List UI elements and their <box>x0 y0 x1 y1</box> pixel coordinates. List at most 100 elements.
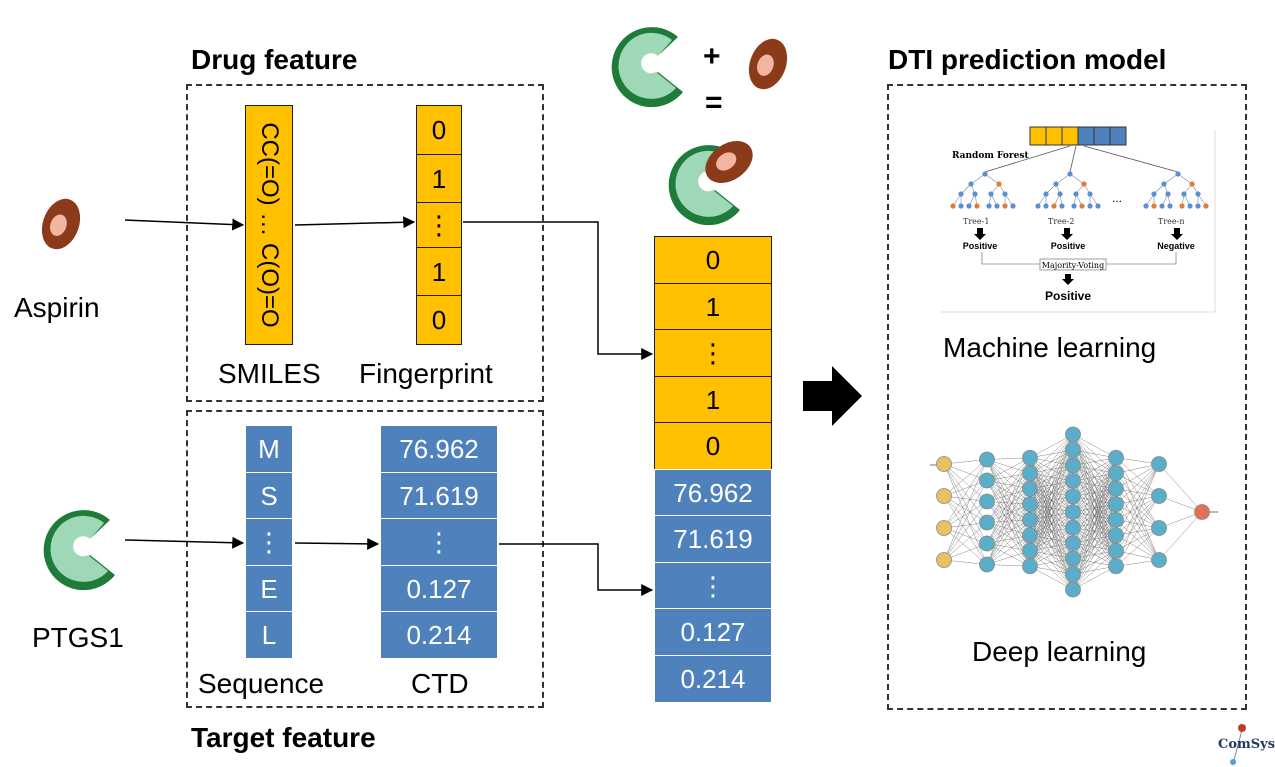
nn-node <box>1022 449 1038 466</box>
nn-node <box>936 488 952 504</box>
nn-node <box>1065 535 1081 551</box>
model-title: DTI prediction model <box>888 44 1167 75</box>
drug-feature-title: Drug feature <box>191 44 358 75</box>
ctd-cell: 0.214 <box>380 611 498 659</box>
equals-sign: = <box>705 86 723 119</box>
nn-node <box>1022 511 1038 528</box>
comsysi-logo-icon <box>1230 724 1246 765</box>
nn-node <box>979 535 995 552</box>
sequence-cell: S <box>245 471 293 520</box>
nn-node <box>1108 527 1124 544</box>
neural-network-illustration <box>930 426 1218 598</box>
rf-trees <box>950 171 1209 209</box>
connector-arrows <box>124 216 654 596</box>
nn-node <box>1151 520 1167 536</box>
vote-arrow-icon <box>1061 228 1073 240</box>
nn-node <box>1065 473 1081 489</box>
nn-node <box>936 520 952 536</box>
arrow-ptgs1-to-sequence <box>124 536 245 549</box>
tree-1-label: Tree-1 <box>963 217 989 226</box>
nn-node <box>1065 457 1081 474</box>
fingerprint-cell: 1 <box>416 153 462 204</box>
ptgs1-protein-icon <box>43 510 115 591</box>
random-forest-illustration: Random Forest ... Tree-1 Tree-2 Tree-n P… <box>940 126 1216 313</box>
aspirin-molecule-icon <box>41 198 81 250</box>
model-box <box>887 84 1247 710</box>
ctd-caption: CTD <box>411 668 469 699</box>
combined-cell: 0.214 <box>654 654 772 703</box>
nn-node <box>979 514 995 531</box>
nn-node <box>1151 456 1167 472</box>
vote-arrow-icon <box>1171 228 1183 240</box>
arrow-aspirin-to-smiles <box>124 218 245 231</box>
voting-label: Majority-Voting <box>1042 261 1104 270</box>
rf-result: Positive <box>1045 289 1091 303</box>
nn-node <box>1151 552 1167 568</box>
vote-2: Positive <box>1051 241 1086 251</box>
top-drug-icon <box>748 38 788 90</box>
nn-node <box>1022 527 1038 544</box>
combined-cell: 0.127 <box>654 608 772 656</box>
fingerprint-cell: ⋮ <box>416 202 462 248</box>
rf-title: Random Forest <box>952 151 1029 161</box>
nn-node <box>1065 426 1081 443</box>
decision-tree-icon <box>1035 171 1101 209</box>
combined-cell: ⋮ <box>654 329 772 377</box>
combined-cell: 71.619 <box>654 515 772 563</box>
vote-3: Negative <box>1157 241 1195 251</box>
target-feature-box <box>186 410 544 708</box>
sequence-caption: Sequence <box>198 668 325 699</box>
deep-learning-caption: Deep learning <box>972 636 1147 667</box>
ctd-cell: 71.619 <box>380 471 498 520</box>
arrow-smiles-to-fingerprint <box>294 216 416 229</box>
sequence-cell: ⋮ <box>245 518 293 566</box>
protein-drug-complex-icon <box>668 141 753 226</box>
nn-node <box>1065 566 1081 582</box>
big-arrow-icon <box>803 366 862 426</box>
nn-node <box>979 493 995 510</box>
nn-node <box>1108 558 1124 575</box>
nn-node <box>1065 581 1081 598</box>
fingerprint-vector: 0 1 ⋮ 1 0 <box>416 105 462 345</box>
vote-1: Positive <box>963 241 998 251</box>
nn-node <box>1108 480 1124 497</box>
smiles-caption: SMILES <box>218 358 321 389</box>
nn-node <box>1022 558 1038 575</box>
fingerprint-caption: Fingerprint <box>359 358 493 389</box>
target-name: PTGS1 <box>32 622 124 653</box>
sequence-cell: E <box>245 564 293 613</box>
tree-n-label: Tree-n <box>1158 217 1184 226</box>
plus-sign: + <box>703 40 721 73</box>
combined-vector: 0 1 ⋮ 1 0 76.962 71.619 ⋮ 0.127 0.214 <box>654 236 772 703</box>
nn-node <box>979 451 995 468</box>
nn-node <box>1065 442 1081 458</box>
nn-node <box>1108 542 1124 559</box>
nn-node <box>1108 511 1124 528</box>
nn-node <box>1108 465 1124 482</box>
nn-node <box>1194 504 1210 520</box>
decision-tree-icon <box>1143 171 1209 209</box>
rf-ellipsis: ... <box>1112 191 1122 205</box>
arrow-sequence-to-ctd <box>294 537 380 550</box>
drug-name: Aspirin <box>14 292 100 323</box>
nn-node <box>979 556 995 573</box>
fingerprint-cell: 0 <box>416 295 462 345</box>
combined-cell: 1 <box>654 375 772 424</box>
nn-node <box>1065 550 1081 567</box>
ctd-vector: 76.962 71.619 ⋮ 0.127 0.214 <box>380 425 498 659</box>
voting-box <box>1039 258 1107 271</box>
result-arrow-icon <box>1062 274 1074 285</box>
nn-node <box>1108 449 1124 466</box>
combined-cell: 0 <box>654 422 772 470</box>
combined-cell: ⋮ <box>654 561 772 610</box>
combined-cell: 1 <box>654 282 772 331</box>
nn-node <box>1065 504 1081 520</box>
nn-node <box>1065 519 1081 536</box>
ctd-cell: 0.127 <box>380 564 498 613</box>
sequence-cell: L <box>245 611 293 659</box>
nn-node <box>1022 480 1038 497</box>
ctd-cell: 76.962 <box>380 425 498 473</box>
nn-node <box>1022 496 1038 513</box>
arrow-ctd-to-vector <box>499 543 654 596</box>
